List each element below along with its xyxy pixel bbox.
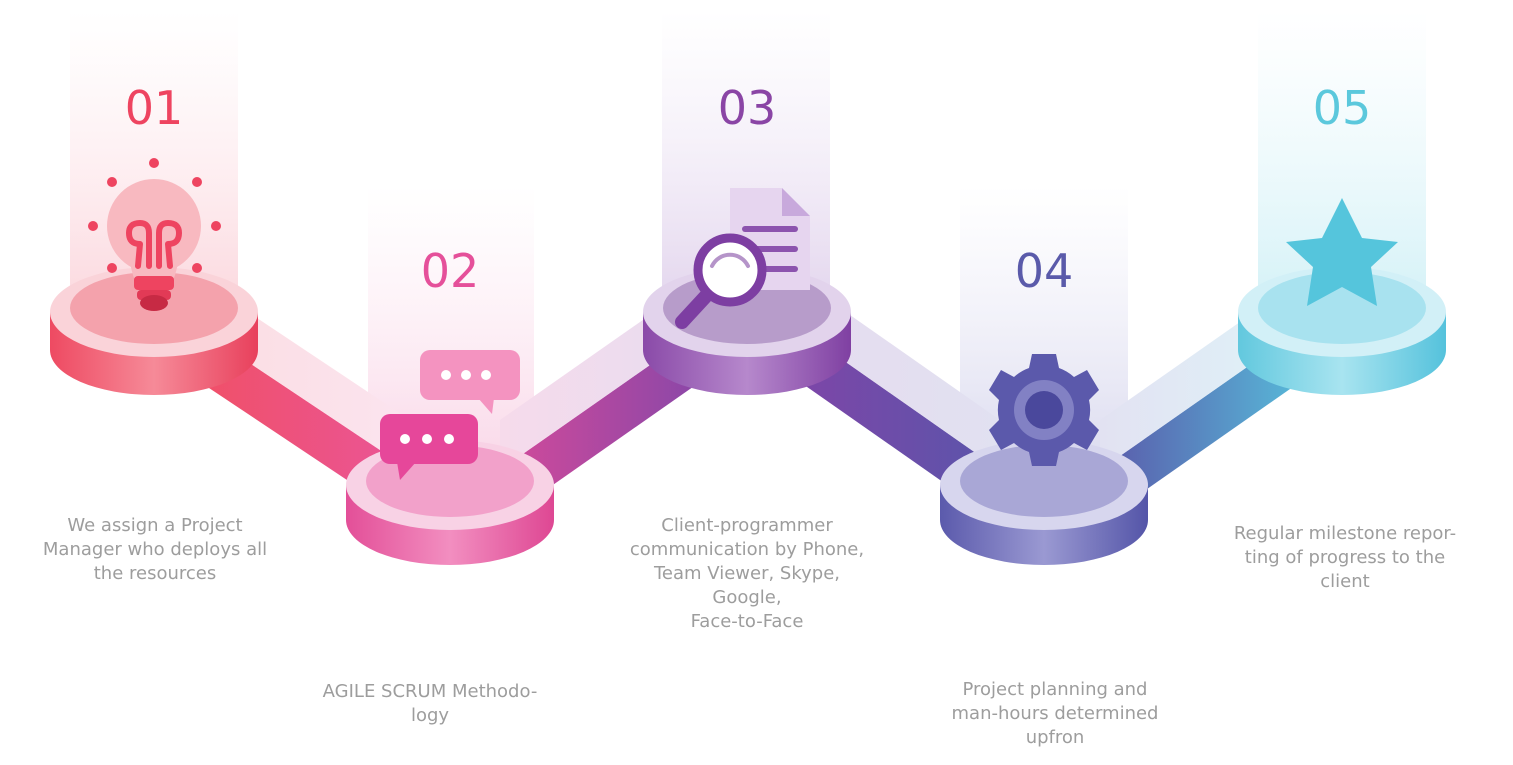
step-5-description: Regular milestone repor- ting of progres… <box>1190 522 1500 594</box>
chat-bubbles-icon <box>380 350 520 480</box>
step-3-number: 03 <box>717 81 777 135</box>
text-line: ting of progress to the <box>1244 547 1446 568</box>
step-2-number: 02 <box>420 244 480 298</box>
star-icon <box>1286 198 1398 306</box>
text-line: logy <box>410 705 450 726</box>
step-4-description: Project planning and man-hours determine… <box>910 678 1200 750</box>
text-line: Regular milestone repor- <box>1233 523 1457 544</box>
platform-4 <box>940 440 1148 565</box>
text-line: AGILE SCRUM Methodo- <box>322 681 538 702</box>
step-2-description: AGILE SCRUM Methodo- logy <box>270 680 590 728</box>
text-line: client <box>1320 571 1370 592</box>
text-line: communication by Phone, <box>629 539 865 560</box>
step-1-number: 01 <box>124 81 184 135</box>
text-line: Google, <box>712 587 782 608</box>
text-line: Team Viewer, Skype, <box>653 563 840 584</box>
gear-icon <box>989 354 1099 466</box>
text-line: Manager who deploys all <box>42 539 268 560</box>
text-line: man-hours determined <box>951 703 1159 724</box>
step-1-description: We assign a Project Manager who deploys … <box>0 514 310 586</box>
document-search-icon <box>675 188 810 329</box>
text-line: the resources <box>93 563 217 584</box>
lightbulb-icon <box>88 158 221 311</box>
text-line: Client-programmer <box>661 515 833 536</box>
platform-5 <box>1238 267 1446 395</box>
step-3-description: Client-programmer communication by Phone… <box>600 514 894 634</box>
text-line: Project planning and <box>962 679 1148 700</box>
text-line: We assign a Project <box>67 515 243 536</box>
text-line: Face-to-Face <box>690 611 804 632</box>
text-line: upfron <box>1025 727 1085 748</box>
step-4-number: 04 <box>1014 244 1074 298</box>
step-5-number: 05 <box>1312 81 1372 135</box>
